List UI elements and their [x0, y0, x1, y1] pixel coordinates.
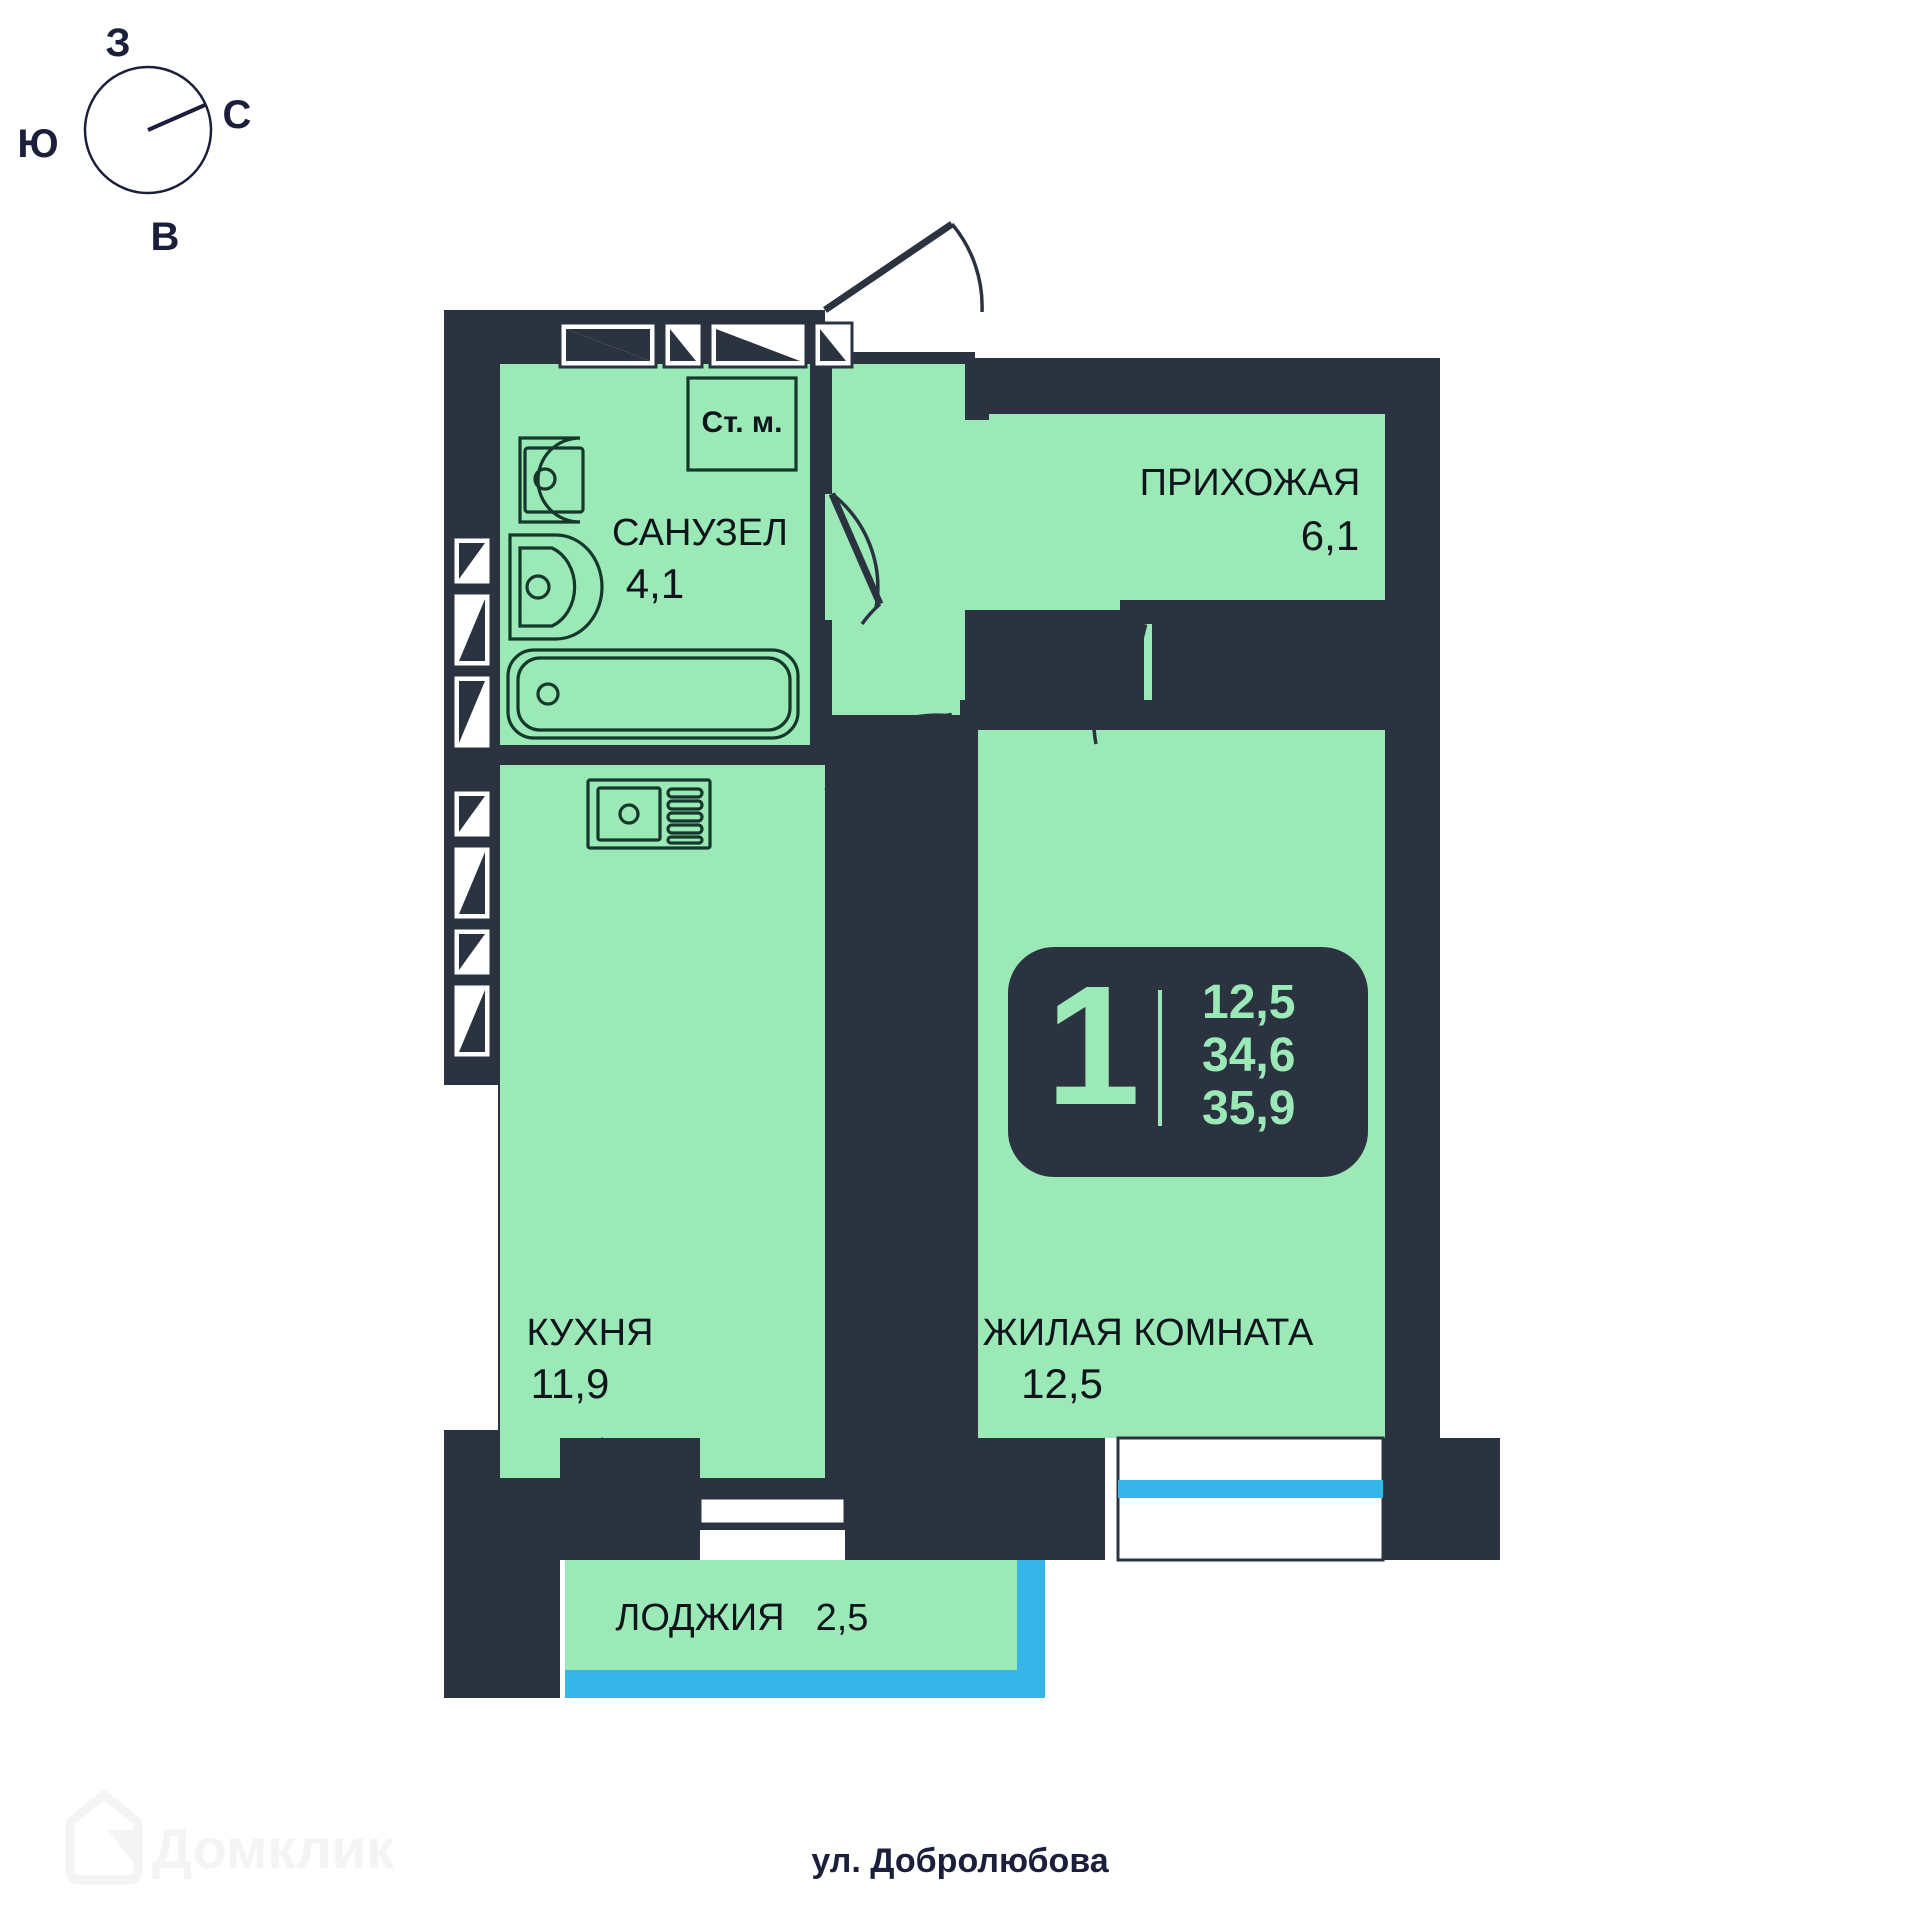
room-fill-lodzhiya: [565, 1560, 1045, 1685]
room-fill-hall-connector: [825, 620, 965, 740]
door-entrance: [823, 221, 984, 313]
partition-kitchen-living: [825, 715, 853, 1480]
compass-rose: З С Ю В: [17, 21, 251, 259]
compass-needle: [147, 103, 206, 132]
interior-partitions: [500, 358, 1390, 1480]
door-group: [597, 221, 1148, 1513]
room-area-zhilaya: 12,5: [1021, 1360, 1103, 1407]
loggia-glass-bottom: [565, 1670, 1045, 1698]
living-window-group: [1116, 1436, 1385, 1562]
toilet-icon: [518, 436, 585, 524]
domklik-house-icon: [65, 1789, 143, 1885]
window-top-4: [812, 321, 854, 369]
compass-label-east: В: [151, 215, 180, 259]
room-labels: САНУЗЕЛ 4,1 ПРИХОЖАЯ 6,1 КУХНЯ 11,9 ЖИЛА…: [527, 462, 1361, 1639]
washing-machine-box: [686, 376, 798, 472]
domklik-watermark: Домклик: [65, 1789, 395, 1885]
room-area-prihozhaya: 6,1: [1301, 512, 1359, 559]
partition-living-left: [950, 715, 978, 1480]
badge-area-total: 34,6: [1202, 1029, 1295, 1082]
badge-room-count: 1: [1046, 951, 1141, 1141]
apartment-summary-badge[interactable]: 1 12,5 34,6 35,9: [1008, 947, 1368, 1177]
kitchen-sink-icon: [586, 778, 712, 850]
sink-icon: [508, 533, 604, 641]
window-left-1: [451, 535, 493, 587]
room-area-sanuzel: 4,1: [626, 560, 684, 607]
room-area-lodzhiya: 2,5: [816, 1597, 869, 1639]
window-group-top: [558, 321, 854, 369]
badge-area-living: 12,5: [1202, 976, 1295, 1029]
washing-machine-label: Ст. м.: [702, 406, 783, 439]
loggia-glazing: [565, 1560, 1045, 1698]
window-left-2: [451, 591, 493, 669]
partition-hall-living: [1120, 600, 1390, 624]
badge-background: [1008, 947, 1368, 1177]
room-label-prihozhaya: ПРИХОЖАЯ: [1140, 462, 1361, 504]
loggia-glass-right: [1017, 1560, 1045, 1698]
door-living: [1092, 622, 1148, 745]
badge-area-with-loggia: 35,9: [1202, 1082, 1295, 1135]
living-window-glass: [1118, 1480, 1383, 1498]
room-label-kuhnya: КУХНЯ: [527, 1312, 654, 1354]
door-bathroom: [828, 492, 884, 626]
washing-machine-niche: Ст. м.: [686, 376, 798, 472]
window-left-7: [451, 982, 493, 1060]
kitchen-door-opening: [698, 1496, 847, 1526]
window-group-left: [451, 535, 493, 1060]
bathroom-fixtures: [506, 436, 800, 740]
room-fill-kuhnya: [500, 760, 825, 1478]
compass-label-north: С: [223, 93, 252, 137]
compass-label-west: З: [105, 21, 130, 65]
compass-circle: [83, 65, 213, 195]
partition-entry-jog: [965, 358, 989, 420]
window-top-3: [708, 321, 808, 369]
room-label-lodzhiya: ЛОДЖИЯ: [615, 1597, 784, 1639]
room-area-kuhnya: 11,9: [531, 1360, 610, 1407]
bathtub-icon: [506, 648, 800, 740]
partition-sanuzel-top: [810, 364, 832, 494]
kitchen-door-panel: [698, 1496, 847, 1526]
window-top-1: [558, 321, 658, 369]
domklik-wordmark: Домклик: [152, 1817, 395, 1880]
partition-hall-living-low: [960, 700, 1145, 726]
street-name-label: ул. Добролюбова: [811, 1842, 1109, 1880]
partition-sanuzel-floor: [500, 745, 832, 765]
door-loggia: [597, 1437, 704, 1513]
room-label-sanuzel: САНУЗЕЛ: [612, 512, 788, 554]
window-left-4: [451, 788, 493, 840]
window-left-5: [451, 844, 493, 922]
living-window-frame: [1116, 1436, 1385, 1562]
window-left-6: [451, 926, 493, 978]
window-top-2: [662, 321, 704, 369]
room-label-zhilaya: ЖИЛАЯ КОМНАТА: [983, 1312, 1314, 1354]
door-kitchen: [824, 712, 953, 791]
window-left-3: [451, 673, 493, 751]
compass-label-south: Ю: [17, 122, 58, 166]
